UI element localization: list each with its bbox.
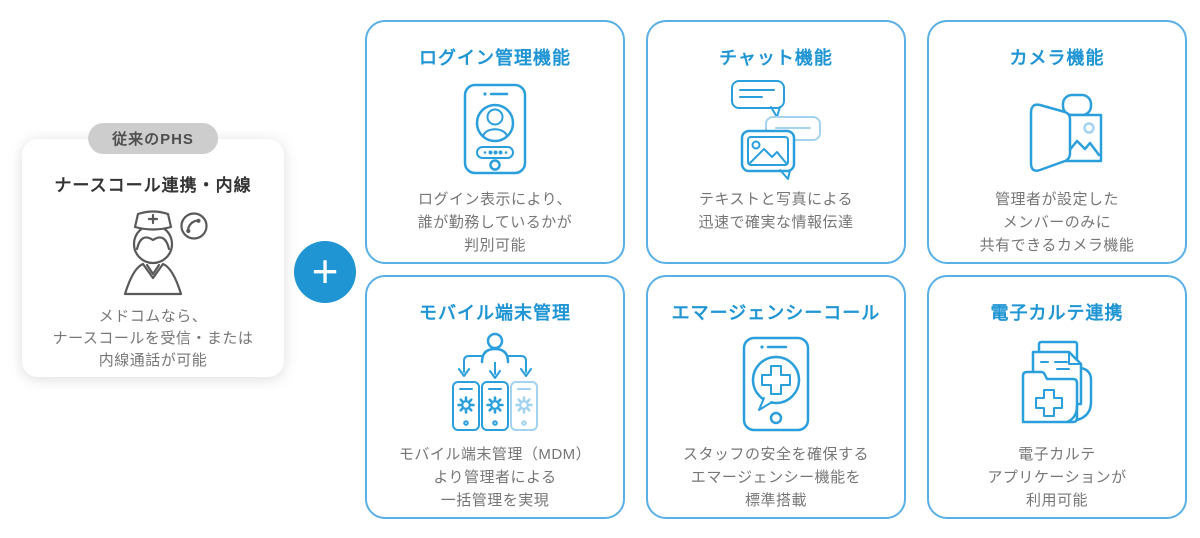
feature-description: テキストと写真による 迅速で確実な情報伝達: [698, 191, 854, 231]
feature-title: カメラ機能: [1009, 48, 1105, 68]
feature-card-camera: カメラ機能 管理者が設定した メンバーのみに 共有できるカメラ機能: [927, 20, 1187, 264]
nurse-with-phone-icon: [123, 210, 208, 296]
ehr-folder-icon: [1021, 340, 1093, 424]
feature-description: モバイル端末管理（MDM） より管理者による 一括管理を実現: [398, 446, 592, 509]
feature-card-chat: チャット機能 テキストと写真による 迅速で確実な情報伝達: [646, 20, 906, 264]
feature-title: ログイン管理機能: [419, 48, 571, 68]
feature-description: 管理者が設定した メンバーのみに 共有できるカメラ機能: [979, 191, 1135, 254]
feature-title: 電子カルテ連携: [990, 303, 1124, 323]
login-phone-icon: [463, 83, 527, 175]
features-grid: ログイン管理機能 ログイン表示により、: [365, 20, 1187, 519]
feature-description: ログイン表示により、 誰が勤務しているかが 判別可能: [417, 191, 573, 254]
plus-symbol: +: [311, 244, 339, 297]
feature-title: モバイル端末管理: [419, 303, 571, 323]
feature-description: 電子カルテ アプリケーションが 利用可能: [987, 446, 1127, 509]
feature-card-ehr-link: 電子カルテ連携 電子カルテ アプリケーションが 利用可能: [927, 275, 1187, 519]
phs-badge: 従来のPHS: [88, 123, 218, 154]
chat-bubbles-icon: [731, 80, 821, 180]
mdm-devices-icon: [452, 332, 538, 431]
feature-title: チャット機能: [719, 48, 833, 68]
plus-icon: +: [294, 241, 356, 303]
feature-card-emergency-call: エマージェンシーコール スタッフの安全を確保する エマージェンシー機能を 標準搭…: [646, 275, 906, 519]
feature-title: エマージェンシーコール: [671, 303, 881, 323]
phs-card: 従来のPHS ナースコール連携・内線 メドコムなら、 ナースコールを受信・または…: [22, 123, 284, 377]
feature-card-login-management: ログイン管理機能 ログイン表示により、: [365, 20, 625, 264]
camera-share-icon: [1029, 93, 1103, 172]
phs-card-description: メドコムなら、 ナースコールを受信・または 内線通話が可能: [52, 308, 254, 369]
phs-card-title: ナースコール連携・内線: [54, 176, 252, 195]
feature-card-mdm: モバイル端末管理: [365, 275, 625, 519]
emergency-call-icon: [742, 336, 810, 432]
feature-description: スタッフの安全を確保する エマージェンシー機能を 標準搭載: [682, 446, 869, 509]
